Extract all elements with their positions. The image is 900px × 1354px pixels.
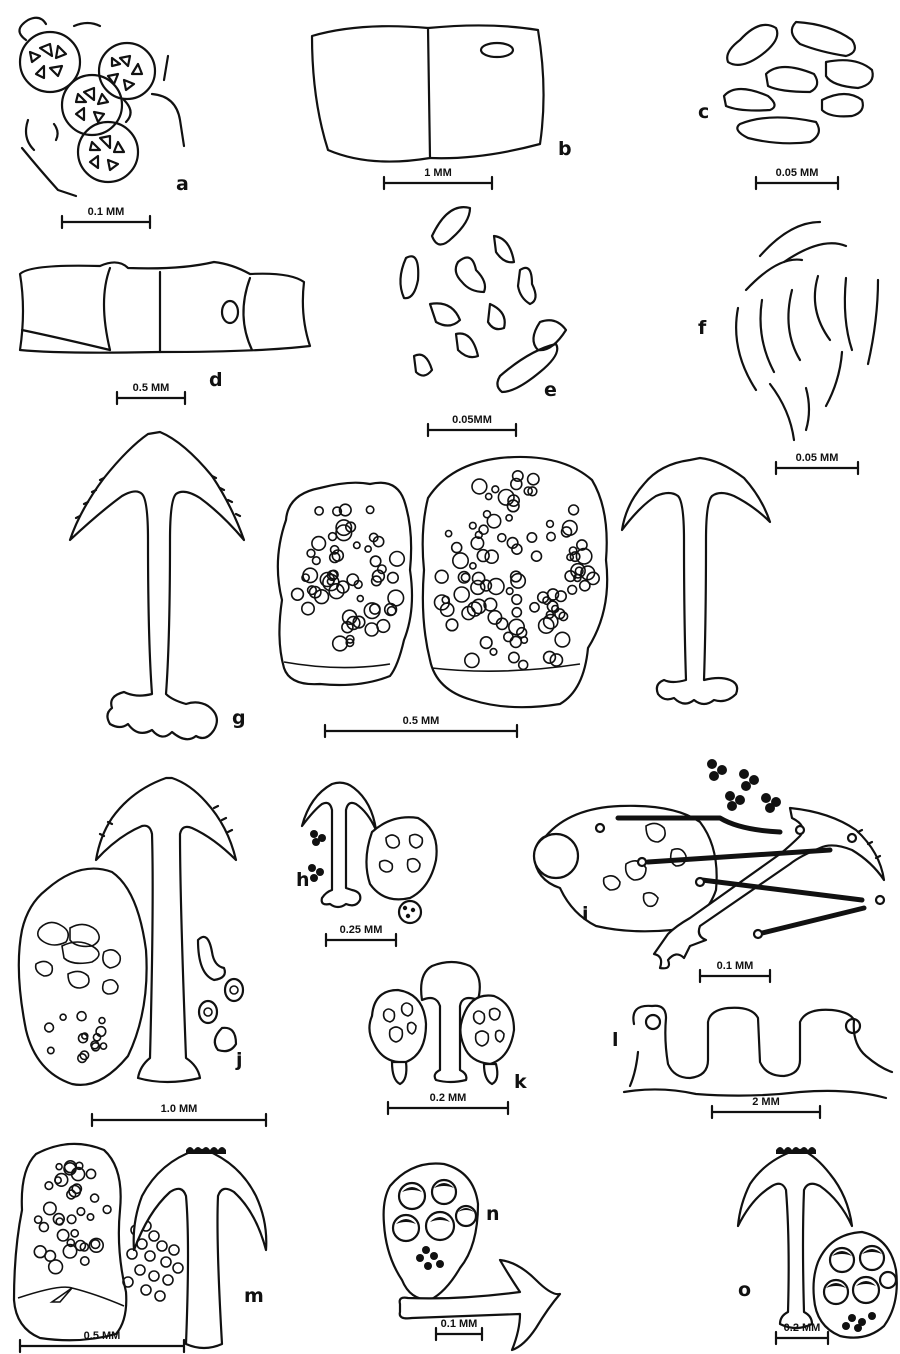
figure-e-scale-bar: 0.05MM — [428, 414, 516, 436]
figure-c-scale-text: 0.05 MM — [776, 167, 819, 179]
figure-k-scale-text: 0.2 MM — [430, 1092, 467, 1104]
figure-c-scale-bar: 0.05 MM — [756, 167, 838, 189]
figure-f-scale-text: 0.05 MM — [796, 452, 839, 464]
figure-m-granules — [123, 1221, 183, 1301]
figure-a-scale-bar: 0.1 MM — [62, 206, 150, 228]
figure-o-scale-text: 0.2 MM — [784, 1322, 821, 1334]
figure-b-label: b — [558, 138, 572, 160]
figure-d-scale-text: 0.5 MM — [133, 382, 170, 394]
figure-b: b 1 MM — [312, 25, 572, 189]
figure-b-scale-text: 1 MM — [424, 167, 452, 179]
figure-l-scale-text: 2 MM — [752, 1096, 780, 1108]
figure-j-label: j — [235, 1049, 243, 1071]
figure-h-scale-text: 0.25 MM — [340, 924, 383, 936]
figure-a-scale-text: 0.1 MM — [88, 206, 125, 218]
figure-d-label: d — [209, 369, 223, 391]
figure-g-scale-text: 0.5 MM — [403, 715, 440, 727]
figure-c-label: c — [698, 101, 709, 123]
figure-o: o 0.2 MM — [738, 1147, 897, 1344]
figure-g-label: g — [232, 707, 246, 729]
figure-l: l 2 MM — [612, 1006, 892, 1118]
figure-m: m 0.5 MM — [14, 1144, 266, 1352]
figure-g-plate-left — [278, 483, 412, 685]
figure-i-scale-bar: 0.1 MM — [700, 960, 770, 982]
figure-d-scale-bar: 0.5 MM — [117, 382, 185, 404]
figure-g-anchor-right — [622, 458, 770, 704]
figure-j: j 1.0 MM — [19, 778, 266, 1126]
figure-g: g 0.5 MM — [70, 432, 770, 739]
figure-f: f 0.05 MM — [698, 222, 878, 474]
figure-f-scale-bar: 0.05 MM — [776, 452, 858, 474]
figure-a-label: a — [176, 173, 189, 195]
figure-e: e 0.05MM — [400, 207, 566, 436]
figure-a: a 0.1 MM — [19, 18, 188, 228]
figure-b-scale-bar: 1 MM — [384, 167, 492, 189]
figure-h-label: h — [296, 869, 310, 891]
figure-n: n 0.1 MM — [384, 1163, 560, 1350]
figure-l-label: l — [612, 1029, 619, 1051]
figure-m-label: m — [244, 1285, 264, 1307]
figure-k-scale-bar: 0.2 MM — [388, 1092, 508, 1114]
figure-n-label: n — [486, 1203, 500, 1225]
figure-j-scale-text: 1.0 MM — [161, 1103, 198, 1115]
figure-i-scale-text: 0.1 MM — [717, 960, 754, 972]
figure-n-scale-text: 0.1 MM — [441, 1318, 478, 1330]
figure-e-scale-text: 0.05MM — [452, 414, 492, 426]
figure-h-granules — [308, 830, 326, 882]
figure-i: i 0.1 MM — [534, 759, 884, 982]
figure-k: k 0.2 MM — [369, 962, 527, 1114]
figure-j-bodies — [198, 937, 243, 1051]
figure-g-scale-bar: 0.5 MM — [325, 715, 517, 737]
figure-h-scale-bar: 0.25 MM — [326, 924, 396, 946]
figure-l-scale-bar: 2 MM — [712, 1096, 820, 1118]
figure-m-anchor — [134, 1147, 267, 1348]
figure-d: d 0.5 MM — [20, 262, 310, 404]
figure-o-label: o — [738, 1279, 751, 1301]
figure-n-scale-bar: 0.1 MM — [436, 1318, 482, 1340]
figure-m-scale-text: 0.5 MM — [84, 1330, 121, 1342]
figure-i-granules — [707, 759, 781, 813]
figure-f-label: f — [698, 317, 707, 339]
figure-a-rods — [19, 18, 184, 196]
figure-k-label: k — [514, 1071, 527, 1093]
figure-i-label: i — [582, 903, 589, 925]
figure-e-label: e — [544, 379, 557, 401]
figure-g-anchor-left — [70, 432, 244, 739]
figure-a-rosettes — [20, 32, 155, 182]
figure-j-scale-bar: 1.0 MM — [92, 1103, 266, 1126]
figure-h: h 0.25 MM — [296, 783, 437, 946]
figure-c: c 0.05 MM — [698, 22, 873, 189]
figure-o-scale-bar: 0.2 MM — [776, 1322, 828, 1344]
